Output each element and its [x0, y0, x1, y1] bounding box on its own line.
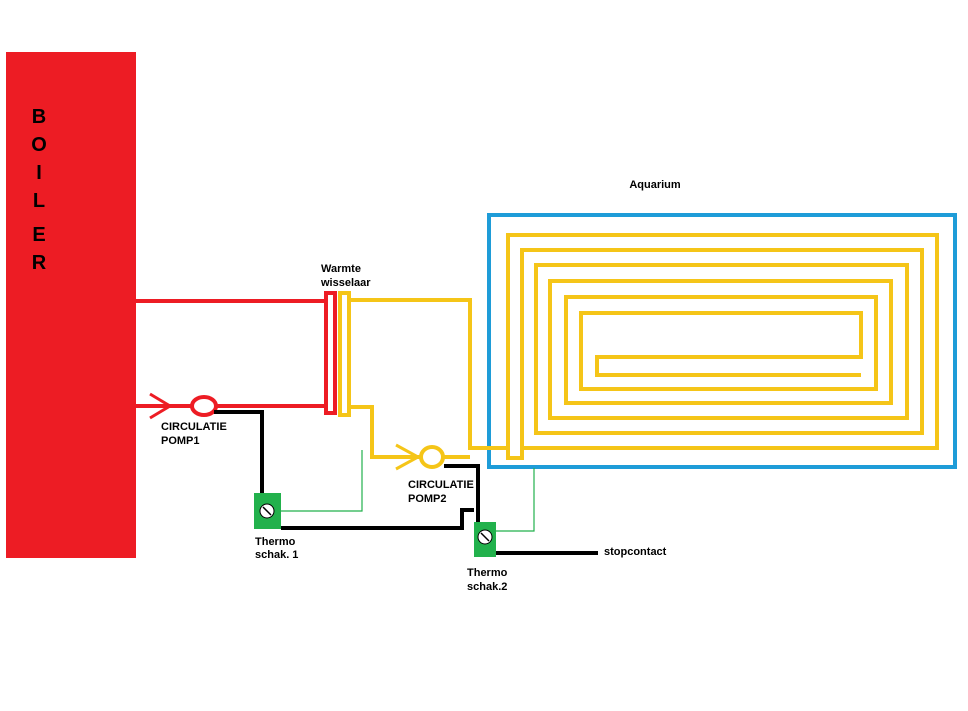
boiler-letter: E — [32, 224, 45, 246]
pump2 — [395, 443, 445, 471]
pump1-body — [190, 395, 218, 417]
thermo1-to-thermo2-wire — [281, 508, 474, 530]
pump2-arrow — [395, 443, 422, 471]
boiler-letter: L — [33, 190, 45, 212]
thermo2-sensor-wire — [496, 468, 535, 532]
socket-label: stopcontact — [604, 546, 667, 558]
pump1-label-line2: POMP1 — [161, 435, 200, 447]
pump2-body — [419, 445, 445, 469]
pump2-wire — [444, 464, 480, 522]
boiler-label: B O I L E R — [31, 106, 47, 274]
warm-supply-pipe — [349, 298, 508, 450]
thermo2-label-line2: schak.2 — [467, 581, 507, 593]
exchanger-secondary — [338, 291, 351, 417]
thermo1-sensor-wire — [281, 450, 363, 512]
boiler-tank — [6, 52, 136, 558]
exchanger-primary — [324, 291, 337, 415]
boiler-letter: B — [32, 106, 46, 128]
power-wiring — [214, 410, 598, 555]
thermo2-label-line1: Thermo — [467, 567, 508, 579]
hot-circuit — [136, 291, 337, 415]
aquarium-tank — [487, 213, 957, 469]
pump1-arrow — [149, 392, 173, 420]
exchanger-label-line1: Warmte — [321, 263, 361, 275]
pump1-label-line1: CIRCULATIE — [161, 421, 227, 433]
thermo1-label-line1: Thermo — [255, 536, 296, 548]
sensor-wiring — [281, 450, 535, 532]
boiler-letter: I — [36, 162, 42, 184]
pump1 — [149, 392, 218, 420]
exchanger-label-line2: wisselaar — [320, 277, 371, 289]
pump2-label-line2: POMP2 — [408, 493, 447, 505]
warm-return-pipe — [349, 405, 420, 459]
thermostat-1 — [254, 493, 281, 529]
aquarium-label: Aquarium — [629, 179, 681, 191]
boiler-letter: O — [31, 134, 47, 156]
aquarium-coil — [520, 248, 924, 448]
pump2-label-line1: CIRCULATIE — [408, 479, 474, 491]
thermo1-label-line2: schak. 1 — [255, 549, 298, 561]
pump1-wire — [214, 410, 264, 493]
aquarium-coil-feed — [506, 233, 939, 460]
boiler-letter: R — [32, 252, 47, 274]
warm-circuit — [338, 233, 939, 460]
thermostat-2 — [474, 522, 496, 557]
thermostat-1-needle — [262, 506, 272, 516]
thermostat-2-needle — [480, 532, 490, 542]
